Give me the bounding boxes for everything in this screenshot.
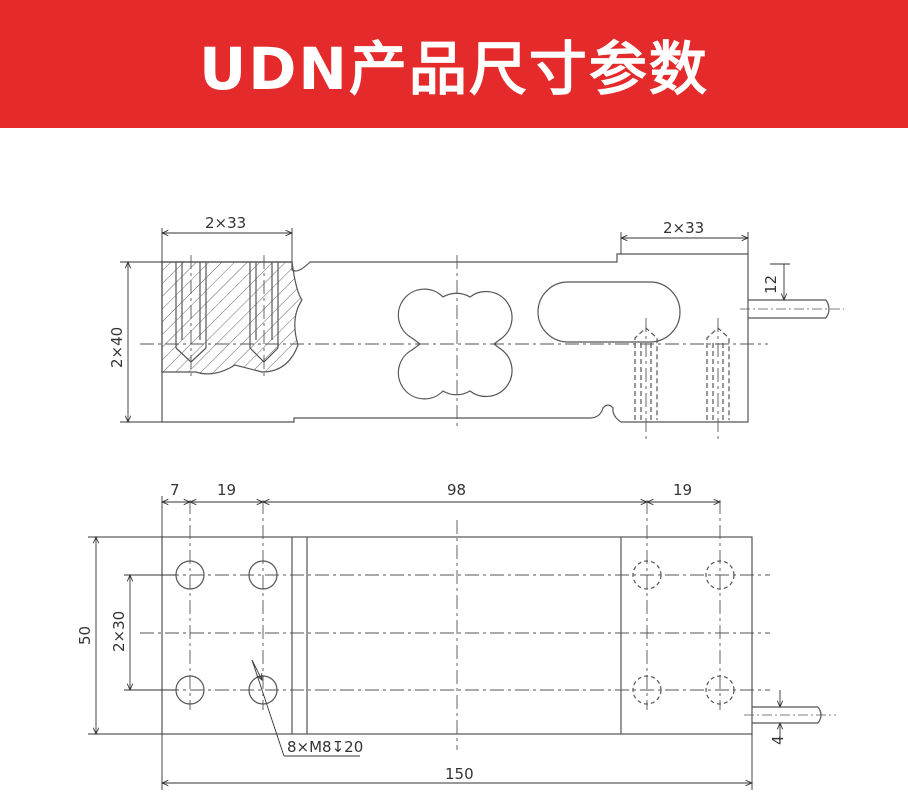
top-dimension-lines xyxy=(88,496,780,790)
page-title: UDN产品尺寸参数 xyxy=(199,35,709,103)
mounting-holes-right xyxy=(632,560,735,705)
dim-top-cable: 4 xyxy=(769,735,787,745)
dim-holes: 8×M8↧20 xyxy=(287,738,363,756)
dim-top-b: 19 xyxy=(217,481,236,499)
side-view xyxy=(120,228,844,440)
dim-top-length: 150 xyxy=(445,765,474,783)
flower-cutout xyxy=(397,288,513,400)
title-banner: UDN产品尺寸参数 xyxy=(0,0,908,128)
hatched-section xyxy=(161,261,303,375)
side-cable xyxy=(740,299,844,319)
top-centerlines xyxy=(140,500,770,750)
dim-top-d: 19 xyxy=(673,481,692,499)
side-dimension-lines xyxy=(120,228,790,422)
dim-top-c: 98 xyxy=(447,481,466,499)
dim-side-top-right: 2×33 xyxy=(663,219,704,237)
dim-top-height-inner: 2×30 xyxy=(110,611,128,652)
top-cable xyxy=(744,706,836,724)
side-centerlines xyxy=(140,255,768,440)
side-outline xyxy=(161,253,749,423)
dim-side-cable: 12 xyxy=(762,275,780,294)
mounting-holes-left xyxy=(175,560,278,705)
dim-top-height-outer: 50 xyxy=(76,626,94,645)
dim-side-top-left: 2×33 xyxy=(205,214,246,232)
slot-cutout xyxy=(537,281,681,343)
dim-top-a: 7 xyxy=(170,481,180,499)
top-view xyxy=(88,496,836,790)
dim-side-height: 2×40 xyxy=(108,327,126,368)
